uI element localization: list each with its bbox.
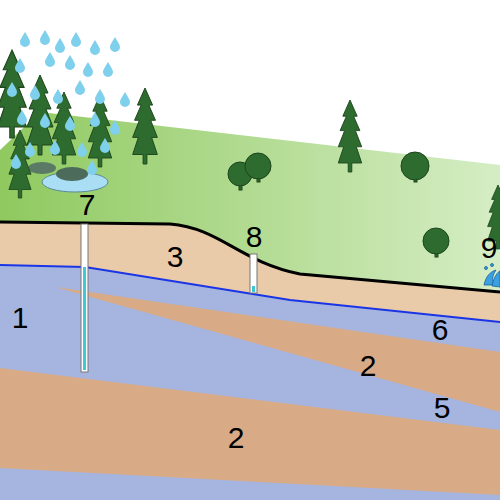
callout-number: 6 [432, 315, 449, 345]
spring [484, 264, 500, 288]
rain-drop [120, 92, 130, 107]
well-water [252, 286, 255, 292]
spring-spray [485, 267, 488, 270]
conifer-tree [133, 88, 158, 164]
rain-drop [17, 110, 27, 125]
rain-drop [30, 85, 40, 100]
well-casing [81, 224, 88, 372]
bush [245, 153, 271, 179]
callout-number: 9 [481, 233, 498, 263]
ground-line [0, 222, 500, 292]
rain-drop [15, 58, 25, 73]
rain-drop [50, 140, 60, 155]
rain-drop [83, 62, 93, 77]
conifer-tree [88, 95, 111, 167]
rock [56, 167, 88, 181]
rain-drop [90, 112, 100, 127]
conifer-tree [27, 75, 53, 155]
rain-drop [90, 40, 100, 55]
callout-number: 3 [167, 242, 184, 272]
conifer-tree [9, 130, 31, 198]
rain-drop [75, 80, 85, 95]
conifer-tree [338, 100, 361, 172]
bush [401, 152, 429, 180]
rain-drop [65, 116, 75, 131]
conifer-trees [0, 50, 500, 249]
rain-drop [20, 32, 30, 47]
rain-drop [71, 32, 81, 47]
round-bushes [228, 152, 449, 257]
well-shallow [250, 254, 257, 293]
rain-drop [110, 37, 120, 52]
rain-drop [65, 55, 75, 70]
saturated-zone [0, 265, 500, 500]
callout-number: 8 [246, 222, 263, 252]
rain-drop [25, 142, 35, 157]
rain-drop [53, 89, 63, 104]
rain-drop [100, 138, 110, 153]
callout-number: 2 [228, 423, 245, 453]
well-deep [81, 224, 88, 372]
aquitard-layer [0, 368, 500, 495]
spring-spray [491, 264, 494, 267]
rain-drop [55, 38, 65, 53]
unsaturated-zone [0, 200, 500, 500]
rain-drop [95, 89, 105, 104]
well-water [83, 267, 86, 370]
rain-drops [7, 30, 130, 175]
rain-drop [45, 52, 55, 67]
rock [28, 162, 56, 174]
callout-number: 1 [12, 303, 29, 333]
conifer-tree [0, 50, 26, 138]
spring-splash [492, 271, 500, 287]
rain-drop [40, 113, 50, 128]
rain-drop [40, 30, 50, 45]
rain-drop [110, 120, 120, 135]
rain-drop [77, 142, 87, 157]
rain-drop [7, 82, 17, 97]
rain-drop [87, 160, 97, 175]
callout-number: 2 [360, 351, 377, 381]
bush [423, 228, 449, 254]
rain-drop [11, 154, 21, 169]
callout-number: 7 [79, 190, 96, 220]
well-casing [250, 254, 257, 293]
rain-drop [103, 62, 113, 77]
callout-number: 5 [434, 393, 451, 423]
